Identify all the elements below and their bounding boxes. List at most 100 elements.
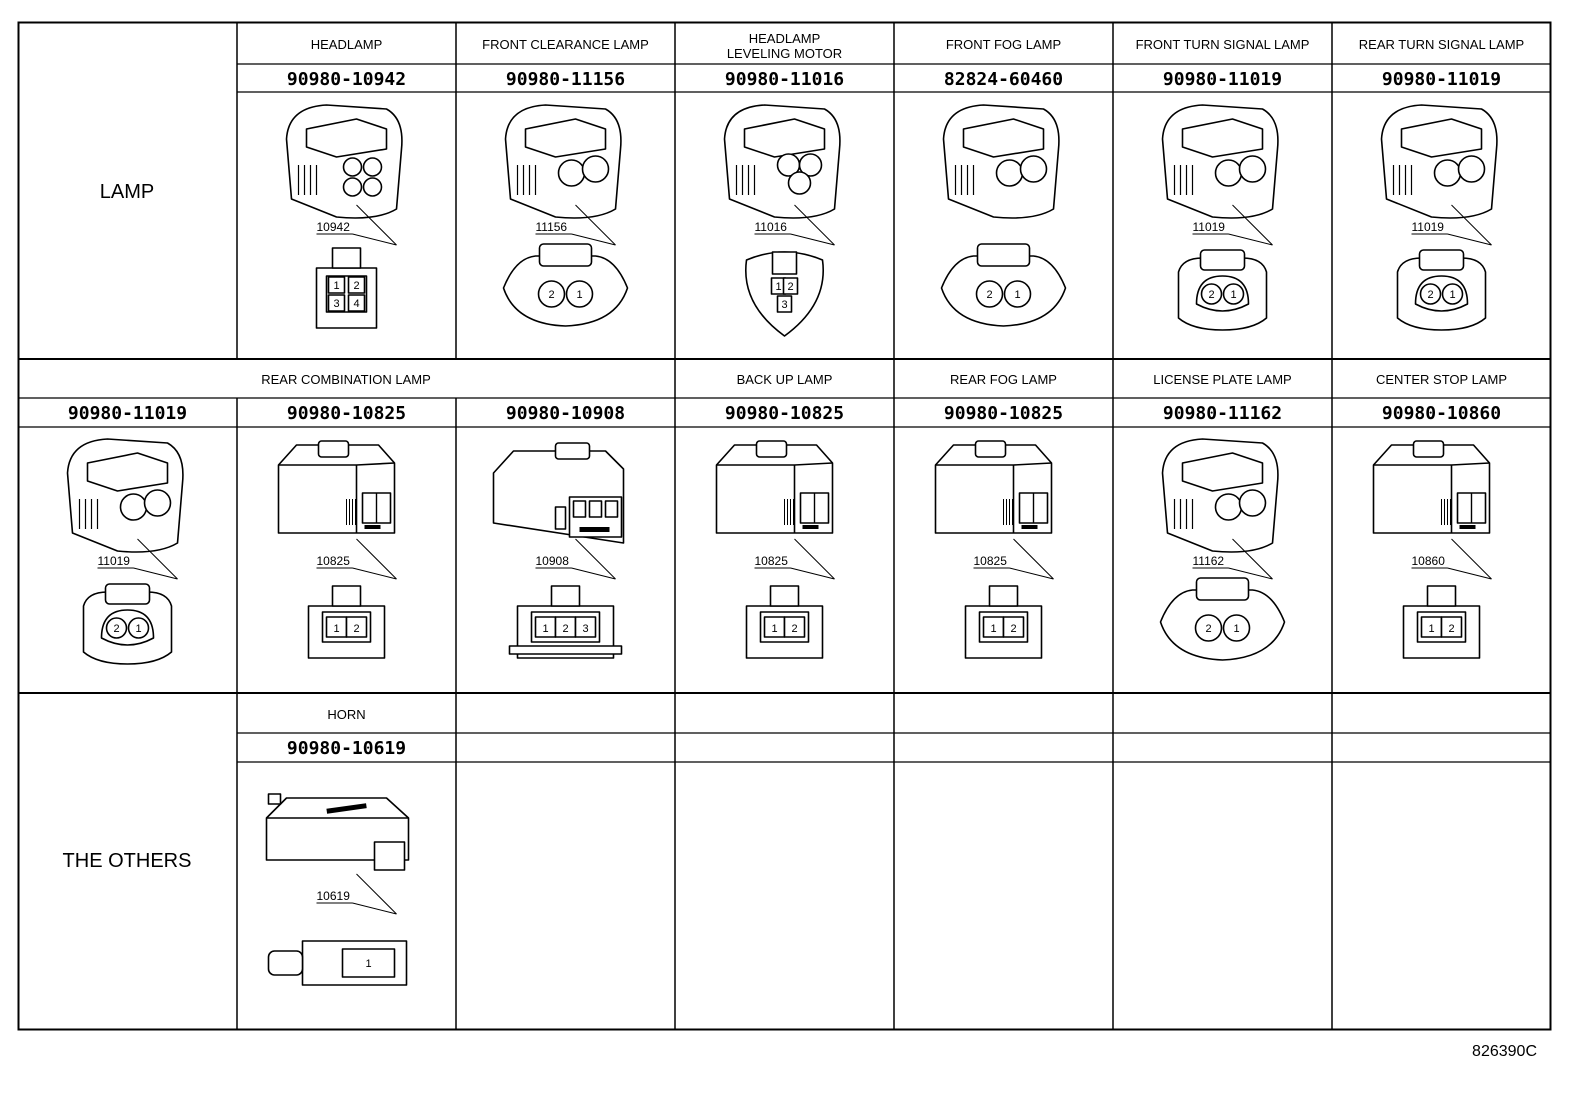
connector-housing-icon [942, 104, 1060, 219]
pin-number: 1 [1233, 623, 1239, 635]
pin-number: 3 [582, 623, 588, 635]
part-number: 90980-10619 [287, 738, 406, 759]
pin-number: 3 [333, 298, 339, 310]
pin-number: 2 [1448, 623, 1454, 635]
pin-number: 2 [548, 289, 554, 301]
pin-face-icon: 1 [267, 940, 408, 986]
connector-housing-icon [715, 440, 834, 534]
category-lamp: LAMP [100, 181, 154, 203]
pin-number: 2 [787, 281, 793, 293]
connector-name-line2: LEVELING MOTOR [727, 46, 842, 61]
code-label: 10825 [974, 554, 1008, 568]
connector-name: CENTER STOP LAMP [1376, 372, 1507, 387]
connector-housing-icon [265, 793, 410, 871]
connector-housing-icon [1161, 438, 1279, 553]
figure-id: 826390C [1472, 1043, 1537, 1060]
part-number: 90980-11162 [1163, 403, 1282, 424]
pin-number: 1 [1014, 289, 1020, 301]
part-number: 90980-10825 [944, 403, 1063, 424]
pin-number: 1 [1449, 289, 1455, 301]
pin-number: 1 [135, 623, 141, 635]
part-number: 90980-10825 [287, 403, 406, 424]
connector-name: FRONT TURN SIGNAL LAMP [1136, 37, 1310, 52]
code-label: 10825 [317, 554, 351, 568]
pin-number: 2 [1208, 289, 1214, 301]
pin-number: 2 [1427, 289, 1433, 301]
part-number: 90980-11019 [68, 403, 187, 424]
connector-name: HORN [327, 707, 365, 722]
category-others: THE OTHERS [63, 850, 192, 872]
pin-number: 1 [542, 623, 548, 635]
connector-name: BACK UP LAMP [737, 372, 833, 387]
code-label: 11019 [98, 554, 131, 568]
part-number: 90980-11016 [725, 69, 844, 90]
pin-number: 1 [1230, 289, 1236, 301]
connector-name: HEADLAMP [749, 31, 821, 46]
pin-number: 1 [1428, 623, 1434, 635]
connector-housing-icon [1372, 440, 1491, 534]
pin-number: 2 [791, 623, 797, 635]
code-label: 11016 [755, 220, 788, 234]
connector-name: REAR TURN SIGNAL LAMP [1359, 37, 1524, 52]
part-number: 90980-10942 [287, 69, 406, 90]
connector-name: LICENSE PLATE LAMP [1153, 372, 1291, 387]
part-number: 90980-10860 [1382, 403, 1501, 424]
code-label: 11162 [1193, 554, 1225, 568]
connector-housing-icon [277, 440, 396, 534]
connector-housing-icon [504, 104, 622, 219]
part-number: 90980-10825 [725, 403, 844, 424]
pin-number: 4 [353, 298, 359, 310]
connector-name: FRONT FOG LAMP [946, 37, 1061, 52]
connector-housing-icon [723, 104, 841, 219]
connector-housing-icon [285, 104, 403, 219]
code-label: 10908 [536, 554, 570, 568]
pin-number: 1 [333, 280, 339, 292]
code-label: 10619 [317, 889, 351, 903]
part-number: 90980-10908 [506, 403, 625, 424]
pin-number: 1 [365, 958, 371, 970]
connector-housing-icon [1380, 104, 1498, 219]
part-number: 82824-60460 [944, 69, 1063, 90]
pin-face-icon: 1 2 3 [508, 585, 623, 659]
part-number: 90980-11019 [1382, 69, 1501, 90]
part-number: 90980-11156 [506, 69, 625, 90]
pin-number: 1 [990, 623, 996, 635]
connector-name: FRONT CLEARANCE LAMP [482, 37, 649, 52]
pin-number: 2 [562, 623, 568, 635]
connector-housing-icon [66, 438, 184, 553]
code-label: 11019 [1412, 220, 1445, 234]
pin-number: 1 [333, 623, 339, 635]
part-number: 90980-11019 [1163, 69, 1282, 90]
connector-cell: 90980-10908 10908 1 2 3 [492, 403, 625, 659]
connector-name: HEADLAMP [311, 37, 383, 52]
pin-number: 1 [775, 281, 781, 293]
connector-housing-icon [934, 440, 1053, 534]
pin-number: 3 [781, 299, 787, 311]
pin-number: 1 [576, 289, 582, 301]
rear-combination-lamp-title: REAR COMBINATION LAMP [261, 372, 431, 387]
code-label: 10825 [755, 554, 789, 568]
connector-name: REAR FOG LAMP [950, 372, 1057, 387]
pin-number: 2 [353, 623, 359, 635]
